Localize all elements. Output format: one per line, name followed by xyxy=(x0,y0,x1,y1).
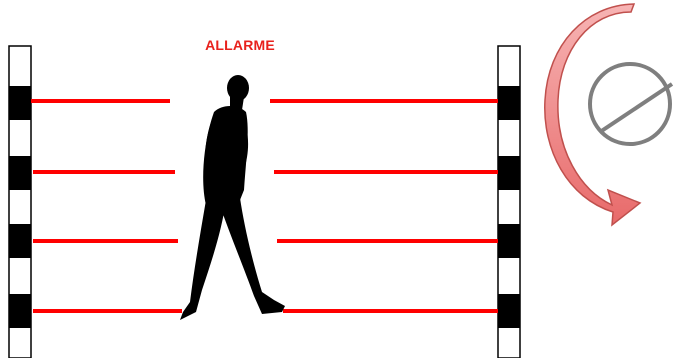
infrared-beams xyxy=(31,99,498,313)
right-barrier-post xyxy=(497,45,521,359)
alarm-label: ALLARME xyxy=(205,37,275,53)
prohibited-circle-icon xyxy=(588,62,674,146)
walking-person-silhouette-icon xyxy=(180,75,285,320)
left-barrier-post xyxy=(8,45,32,359)
rotation-arrow-icon xyxy=(544,3,642,227)
